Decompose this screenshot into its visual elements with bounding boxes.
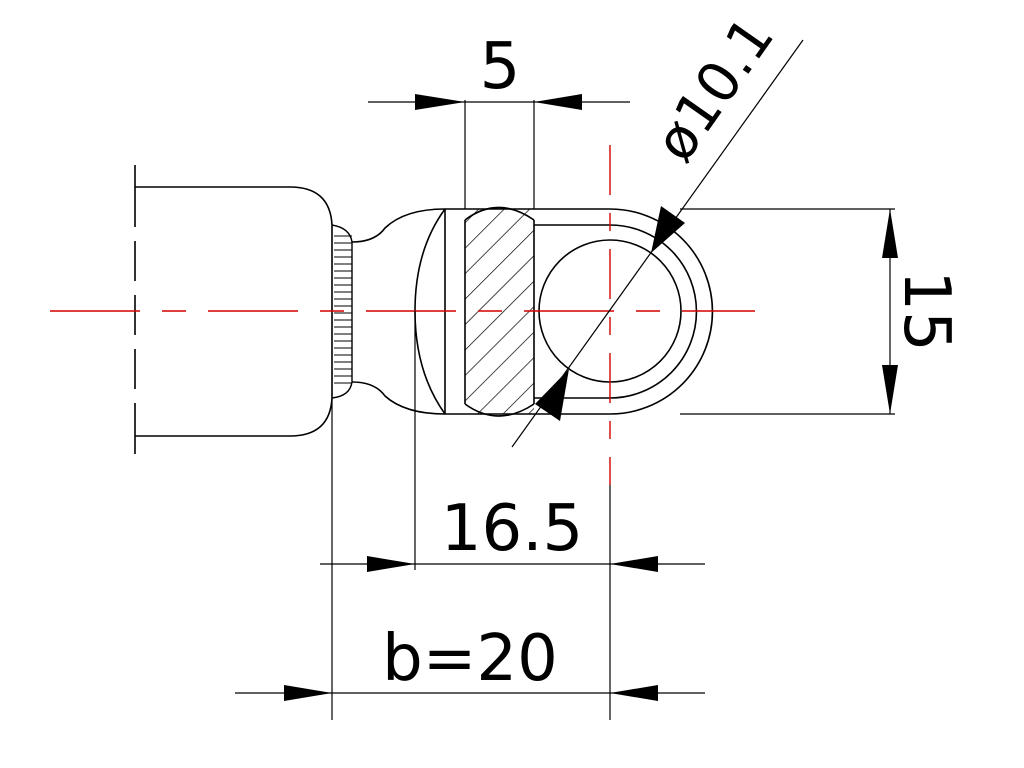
dim-label-15: 15 — [889, 270, 963, 351]
dim-label-b20: b=20 — [382, 622, 558, 696]
arrow-b20-right — [610, 685, 658, 701]
dim-label-16-5: 16.5 — [441, 492, 584, 566]
arrow-16-5-left — [367, 556, 415, 572]
dimension-arrows — [284, 94, 898, 701]
ball-section — [464, 206, 535, 417]
centerlines — [50, 145, 755, 485]
arrow-15-top — [882, 209, 898, 258]
dim-label-5: 5 — [480, 30, 521, 104]
shaft-body — [134, 165, 333, 454]
arrow-b20-left — [284, 685, 332, 701]
arrow-dia-lower — [535, 369, 569, 421]
arrow-5-left — [415, 94, 465, 110]
arrow-5-right — [534, 94, 582, 110]
knurled-collar — [331, 224, 353, 399]
arrow-15-bottom — [882, 365, 898, 414]
arrow-dia-upper — [651, 206, 685, 253]
dim-label-diameter: ø10.1 — [643, 6, 787, 173]
neck — [351, 208, 446, 415]
arrow-16-5-right — [610, 556, 658, 572]
